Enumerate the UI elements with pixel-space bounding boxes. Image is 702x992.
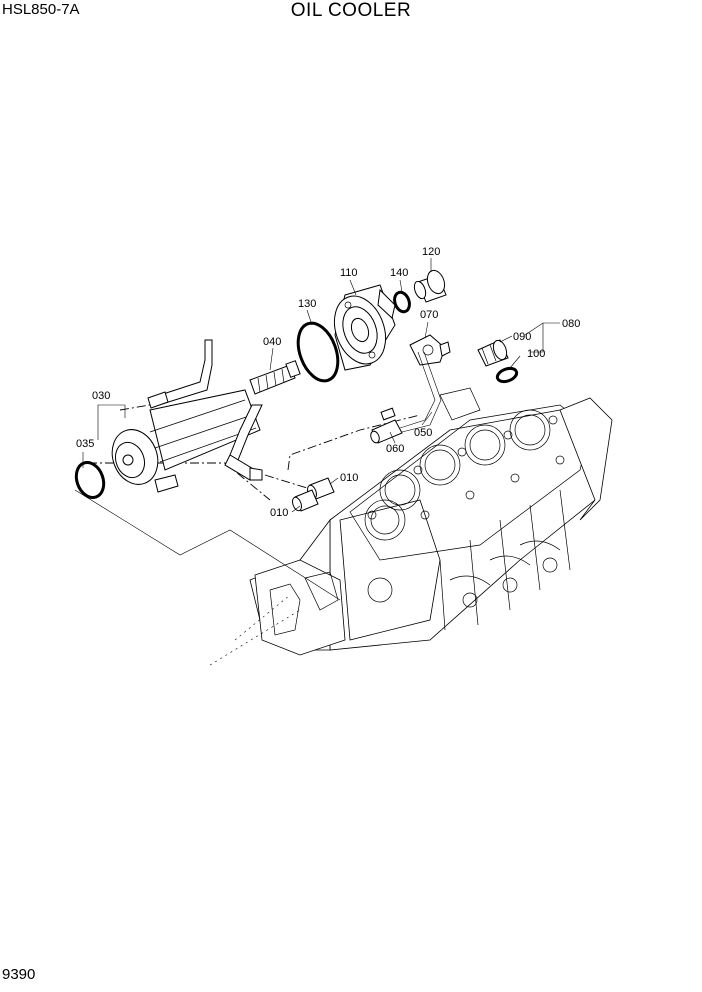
plug-120 [413,269,447,303]
callout-120: 120 [422,246,440,258]
callout-070: 070 [420,309,438,321]
page-title: OIL COOLER [290,0,412,21]
callout-100: 100 [527,348,545,360]
engine-block [209,387,613,666]
callout-010-lower: 010 [270,507,288,519]
callout-050: 050 [414,427,432,439]
callout-080: 080 [562,318,580,330]
pipe-050 [399,351,436,429]
callout-040: 040 [263,336,281,348]
callout-090: 090 [513,331,531,343]
o-ring-035 [74,461,106,499]
callout-140: 140 [390,267,408,279]
callout-010-upper: 010 [340,472,358,484]
callout-030: 030 [92,390,110,402]
switch-070 [409,334,451,366]
o-ring-140 [393,290,411,314]
oil-cooler [111,339,263,493]
cooler-base-110 [333,284,396,371]
connector-060 [370,407,403,444]
model-number: HSL850-7A [2,1,80,18]
o-ring-100 [495,366,519,384]
page-number: 9390 [2,966,36,983]
callout-130: 130 [298,298,316,310]
leader-lines [74,258,560,601]
fitting-010-b [292,489,319,512]
callout-110: 110 [340,267,358,279]
pipe-fitting-040 [249,360,301,395]
callout-035: 035 [76,438,94,450]
callout-060: 060 [386,443,404,455]
o-ring-130 [296,321,340,383]
plug-090 [477,339,509,367]
